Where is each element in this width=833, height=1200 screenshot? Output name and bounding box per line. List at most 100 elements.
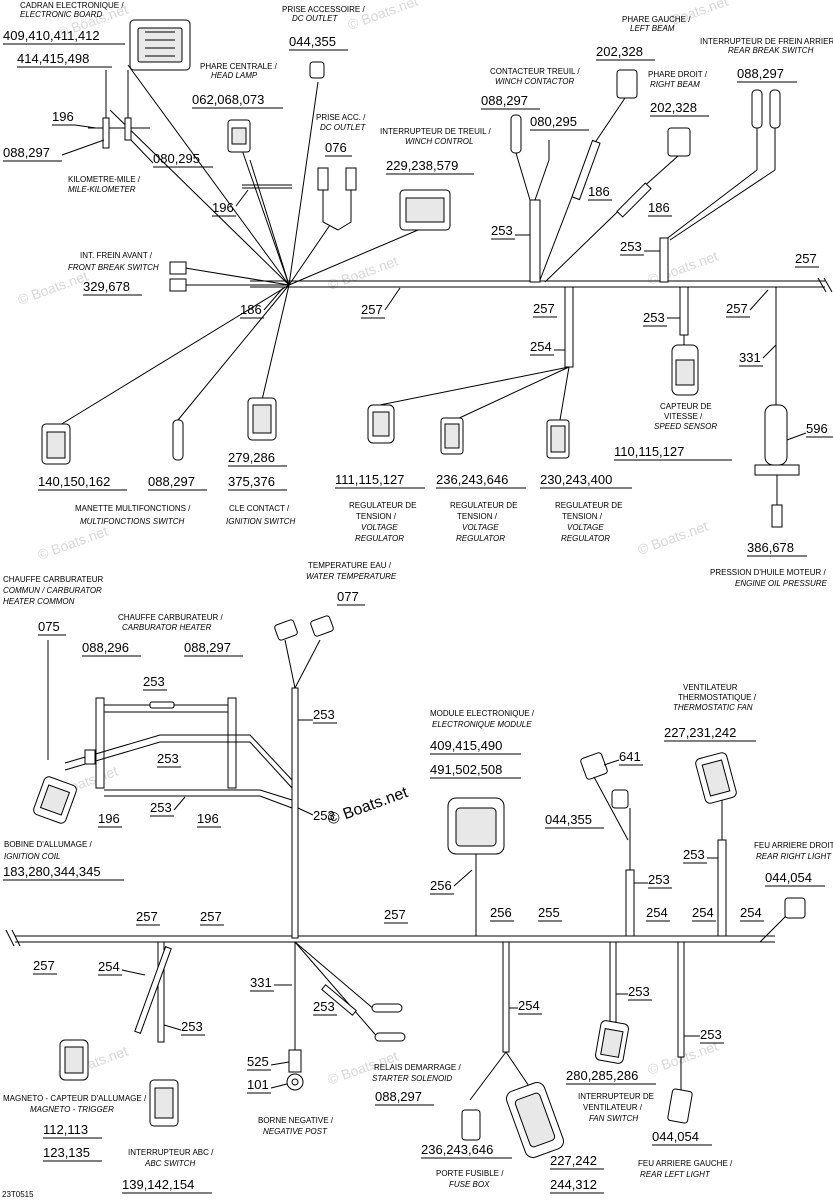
speed-sensor-fr-2: VITESSE / xyxy=(664,412,703,421)
wire-label-253-a: 253 xyxy=(491,223,513,238)
head-lamp-parts: 062,068,073 xyxy=(192,92,264,107)
harness-254-magneto-sleeve xyxy=(134,946,172,1034)
rear-brake-terminal-a xyxy=(751,89,763,129)
negative-post-fr: BORNE NEGATIVE / xyxy=(258,1116,334,1125)
mile-km-parts-b: 080,295 xyxy=(153,151,200,166)
dc-outlet-3-parts: 044,355 xyxy=(545,812,592,827)
watermarks: © Boats.net © Boats.net © Boats.net © Bo… xyxy=(16,0,731,1088)
negative-post-ring xyxy=(286,1073,304,1091)
mile-km-terminal-a xyxy=(102,117,110,149)
wire-label-196-d: 196 xyxy=(197,811,219,826)
head-lamp-en: HEAD LAMP xyxy=(211,71,258,80)
wire-label-253-e: 253 xyxy=(313,707,335,722)
voltage-regulator-1-en: VOLTAGE xyxy=(361,523,398,532)
thermostatic-fan-fr-1: VENTILATEUR xyxy=(683,683,738,692)
rear-left-light-parts: 044,054 xyxy=(652,1129,699,1144)
speed-sensor-parts: 110,115,127 xyxy=(614,444,684,459)
multifunction-fr: MANETTE MULTIFONCTIONS / xyxy=(75,504,191,513)
wire-label-253-m: 253 xyxy=(628,984,650,999)
wire-label-254-b: 254 xyxy=(646,905,668,920)
oil-pressure-fr: PRESSION D'HUILE MOTEUR / xyxy=(710,568,827,577)
oil-pressure-parts: 386,678 xyxy=(747,540,794,555)
magneto-en: MAGNETO - TRIGGER xyxy=(30,1105,114,1114)
voltage-regulator-1-parts: 111,115,127 xyxy=(335,472,404,487)
wire-label-253-g: 253 xyxy=(150,800,172,815)
negative-post-en: NEGATIVE POST xyxy=(263,1127,328,1136)
carb-heater-parts-b: 088,297 xyxy=(184,640,231,655)
right-beam-en: RIGHT BEAM xyxy=(650,80,700,89)
fan-switch-fr-2: VENTILATEUR / xyxy=(583,1103,643,1112)
electronic-module-parts-1: 409,415,490 xyxy=(430,738,502,753)
right-beam-connector xyxy=(667,127,691,157)
electronic-module-fr: MODULE ELECTRONIQUE / xyxy=(430,709,535,718)
watermark-8: © Boats.net xyxy=(636,518,711,558)
front-brake-en: FRONT BREAK SWITCH xyxy=(68,263,159,272)
ignition-switch-fr: CLE CONTACT / xyxy=(229,504,290,513)
oil-pressure-terminal xyxy=(771,504,783,528)
speed-sensor-en: SPEED SENSOR xyxy=(654,422,717,431)
wire-label-186-a: 186 xyxy=(240,302,262,317)
voltage-regulator-3-parts: 230,243,400 xyxy=(540,472,612,487)
starter-solenoid-parts: 088,297 xyxy=(375,1089,422,1104)
winch-contactor-parts: 088,297 xyxy=(481,93,528,108)
winch-control-parts: 229,238,579 xyxy=(386,158,458,173)
rear-right-light-fr: FEU ARRIERE DROIT / xyxy=(754,841,833,850)
electronic-board-fr: CADRAN ELECTRONIQUE / xyxy=(20,1,124,10)
left-beam-connector xyxy=(616,69,638,99)
wire-label-257-e: 257 xyxy=(136,909,158,924)
wire-label-254-f: 254 xyxy=(518,998,540,1013)
oil-pressure-sensor xyxy=(764,404,788,466)
carb-heater-common-fr-1: CHAUFFE CARBURATEUR xyxy=(3,575,104,584)
electronic-board-en: ELECTRONIC BOARD xyxy=(20,10,102,19)
wire-label-253-c: 253 xyxy=(643,310,665,325)
wire-label-596: 596 xyxy=(806,421,828,436)
carb-heater-right-bar xyxy=(227,697,237,789)
voltage-regulator-3-en: VOLTAGE xyxy=(567,523,604,532)
wire-label-253-d: 253 xyxy=(143,674,165,689)
rear-left-light-fr: FEU ARRIERE GAUCHE / xyxy=(638,1159,733,1168)
harness-253-sleeve xyxy=(529,199,541,283)
multifunction-switch-terminal xyxy=(172,419,184,461)
wire-label-254-a: 254 xyxy=(530,339,552,354)
wire-label-257-b: 257 xyxy=(795,251,817,266)
wire-label-331-b: 331 xyxy=(250,975,272,990)
electronic-module-en: ELECTRONIQUE MODULE xyxy=(432,720,532,729)
watermark-center: © Boats.net xyxy=(326,784,411,829)
mile-km-fr: KILOMETRE-MILE / xyxy=(68,175,141,184)
wire-label-253-k: 253 xyxy=(181,1019,203,1034)
wire-label-255: 255 xyxy=(538,905,560,920)
abc-switch-en: ABC SWITCH xyxy=(144,1159,195,1168)
oil-pressure-base xyxy=(754,464,800,476)
thermostatic-fan-en: THERMOSTATIC FAN xyxy=(673,703,753,712)
harness-253-rear-left-sleeve xyxy=(677,941,685,1058)
starter-solenoid-en: STARTER SOLENOID xyxy=(372,1074,452,1083)
carb-heater-common-terminal xyxy=(84,749,96,765)
mile-km-parts-a: 088,297 xyxy=(3,145,50,160)
wire-label-641: 641 xyxy=(619,749,641,764)
voltage-regulator-3-fr-2: TENSION / xyxy=(562,512,603,521)
rear-brake-parts: 088,297 xyxy=(737,66,784,81)
mile-km-terminal-b xyxy=(124,117,132,141)
top-harness xyxy=(41,19,833,528)
oil-pressure-en: ENGINE OIL PRESSURE xyxy=(735,579,828,588)
harness-253-fan-sleeve xyxy=(717,839,727,937)
magneto-parts-2: 123,135 xyxy=(43,1145,90,1160)
wire-label-253-h: 253 xyxy=(313,808,335,823)
wire-label-257-f: 257 xyxy=(200,909,222,924)
wire-label-253-l: 253 xyxy=(313,999,335,1014)
electronic-board-parts-2: 414,415,498 xyxy=(17,51,89,66)
harness-253-dc-sleeve xyxy=(625,869,635,937)
rear-right-light-en: REAR RIGHT LIGHT xyxy=(756,852,832,861)
fuse-box-en: FUSE BOX xyxy=(449,1180,490,1189)
rear-brake-terminal-b xyxy=(769,89,781,129)
rear-right-light-parts: 044,054 xyxy=(765,870,812,885)
left-beam-parts: 202,328 xyxy=(596,44,643,59)
dc-outlet-2-fr: PRISE ACC. / xyxy=(316,113,366,122)
wire-label-331-a: 331 xyxy=(739,350,761,365)
top-labels: CADRAN ELECTRONIQUE / ELECTRONIC BOARD 4… xyxy=(3,1,833,588)
voltage-regulator-3-en-2: REGULATOR xyxy=(561,534,610,543)
harness-186-sleeve-a xyxy=(571,139,601,201)
voltage-regulator-1-fr-1: REGULATEUR DE xyxy=(349,501,416,510)
